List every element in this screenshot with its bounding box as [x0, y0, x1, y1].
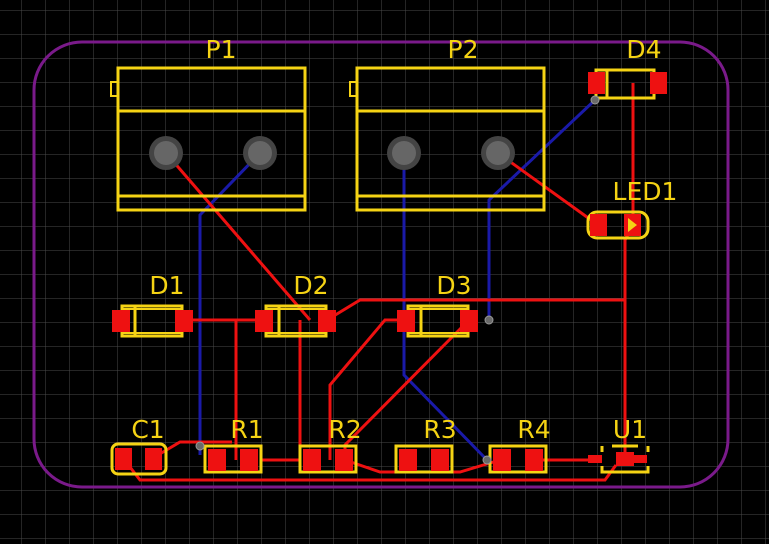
bottom-trace [487, 98, 597, 320]
designator-label: R3 [423, 415, 456, 444]
designator-label: LED1 [613, 177, 678, 206]
bottom-trace [402, 153, 489, 462]
pad [650, 72, 667, 94]
pad [616, 452, 634, 466]
resistor-r3[interactable]: R3 [394, 415, 457, 474]
top-trace [497, 151, 599, 227]
designator-label: R4 [517, 415, 550, 444]
pad [525, 449, 543, 471]
led-led1[interactable]: LED1 [586, 177, 678, 240]
diode-d2[interactable]: D2 [255, 271, 336, 338]
designator-label: P2 [448, 35, 479, 64]
top-trace [328, 318, 404, 460]
pad [460, 310, 478, 332]
pad [588, 72, 605, 94]
pad [397, 310, 415, 332]
pad [255, 310, 273, 332]
pad [115, 448, 132, 470]
bottom-trace [198, 151, 262, 455]
designator-label: D2 [293, 271, 328, 300]
pad [175, 310, 193, 332]
designator-label: D1 [149, 271, 184, 300]
resistor-r2[interactable]: R2 [298, 415, 362, 474]
designator-label: D3 [436, 271, 471, 300]
pad [112, 310, 130, 332]
designator-label: R2 [328, 415, 361, 444]
pad [303, 449, 321, 471]
connector-p1[interactable]: P1 [110, 35, 307, 212]
via [484, 315, 494, 325]
pad [145, 448, 162, 470]
pad [588, 455, 602, 463]
pad [493, 449, 511, 471]
pad [590, 214, 607, 236]
pad [335, 449, 353, 471]
diode-d1[interactable]: D1 [112, 271, 193, 338]
diode-d4[interactable]: D4 [588, 35, 667, 100]
designator-label: D4 [626, 35, 661, 64]
via [482, 455, 492, 465]
designator-label: R1 [230, 415, 263, 444]
designator-label: U1 [613, 415, 647, 444]
designator-label: P1 [206, 35, 237, 64]
pad [399, 449, 417, 471]
vias [195, 95, 600, 465]
pad [633, 455, 647, 463]
top-trace [164, 152, 312, 321]
via [590, 95, 600, 105]
pad [318, 310, 336, 332]
resistor-r1[interactable]: R1 [203, 415, 264, 474]
via [195, 441, 205, 451]
top-trace [326, 298, 625, 322]
pad [248, 141, 272, 165]
bottom-layer-traces [198, 98, 597, 462]
transistor-u1[interactable]: U1 [588, 415, 650, 474]
pad [208, 449, 226, 471]
designator-label: C1 [131, 415, 164, 444]
pad [154, 141, 178, 165]
board-outline [32, 40, 730, 489]
pad [240, 449, 258, 471]
diode-d3[interactable]: D3 [397, 271, 478, 338]
resistor-r4[interactable]: R4 [488, 415, 551, 474]
pad [486, 141, 510, 165]
connector-p2[interactable]: P2 [349, 35, 546, 212]
capacitor-c1[interactable]: C1 [110, 415, 168, 476]
pad [392, 141, 416, 165]
pad [431, 449, 449, 471]
